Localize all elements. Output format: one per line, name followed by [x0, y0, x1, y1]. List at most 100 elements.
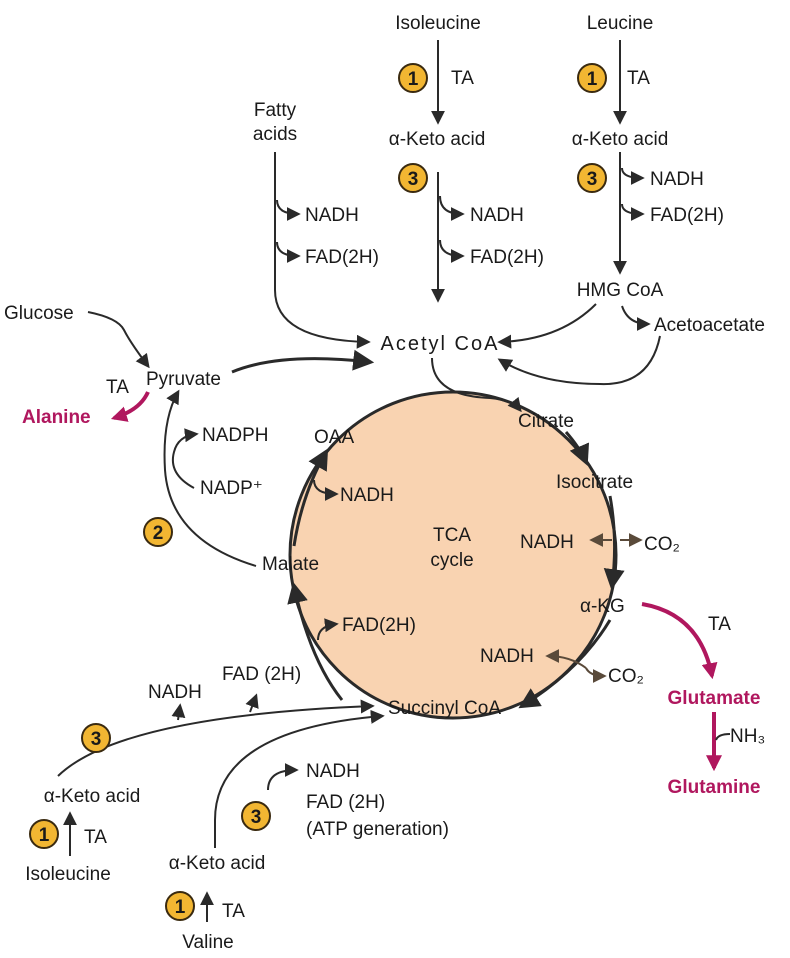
akg-co2-arrow — [585, 667, 607, 683]
left-nadh-branch — [171, 703, 186, 721]
malate-fad-label: FAD(2H) — [342, 615, 416, 636]
svg-text:3: 3 — [251, 807, 262, 828]
fatty-nadh-branch — [276, 199, 301, 221]
malate-label: Malate — [262, 554, 319, 575]
cycle-label: cycle — [430, 550, 473, 571]
succinyl-to-malate-arrow — [287, 581, 344, 701]
fatty-fad-label: FAD(2H) — [305, 247, 379, 268]
leu-fad-label: FAD(2H) — [650, 205, 724, 226]
ta-akg-label: TA — [708, 614, 731, 635]
badge-1-valine: 1 — [165, 891, 195, 921]
fatty-to-acetyl-arrow — [274, 152, 371, 349]
oaa-label: OAA — [314, 427, 354, 448]
ta-leu-label: TA — [627, 68, 650, 89]
malate-fad-branch — [317, 618, 339, 641]
nadp-label: NADP⁺ — [200, 478, 263, 499]
svg-text:1: 1 — [587, 69, 598, 90]
citrate-label: Citrate — [518, 411, 574, 432]
badge-3-isoleucine-top: 3 — [398, 163, 428, 193]
akg-to-glutamate-arrow — [641, 602, 718, 680]
iso-fad-branch — [439, 239, 465, 263]
hmg-to-acetoacetate-arrow — [621, 305, 651, 331]
citrate-to-isocitrate-arrow — [564, 431, 590, 466]
glutamate-label: Glutamate — [668, 688, 761, 709]
valine-nadh-branch — [267, 763, 299, 791]
malate-to-pyruvate-arrow — [163, 389, 257, 567]
succinyl-coa-label: Succinyl CoA — [388, 698, 501, 719]
isocitrate-label: Isocitrate — [556, 472, 633, 493]
valine-nadh-label: NADH — [306, 761, 360, 782]
nadp-to-nadph-arrow — [172, 428, 199, 489]
leu-nadh-label: NADH — [650, 169, 704, 190]
acetyl-to-citrate-arrow — [431, 357, 522, 413]
svg-text:3: 3 — [587, 169, 598, 190]
acetoacetate-to-acetyl-arrow — [497, 335, 661, 386]
pyruvate-to-alanine-arrow — [110, 391, 150, 422]
svg-text:1: 1 — [39, 825, 50, 846]
akg-nadh-arrow — [545, 649, 587, 669]
badge-2-malate: 2 — [143, 517, 173, 547]
keto-acid-iso-label: α-Keto acid — [389, 129, 486, 150]
oaa-nadh-branch — [313, 479, 339, 501]
akg-nadh-label: NADH — [480, 646, 534, 667]
akg-label: α-KG — [580, 596, 625, 617]
tca-label: TCA — [433, 525, 471, 546]
valine-label: Valine — [182, 932, 233, 953]
left-fad-label: FAD (2H) — [222, 664, 301, 685]
isoleucine-bottom-label: Isoleucine — [25, 864, 111, 885]
tca-cycle-circle — [288, 390, 618, 720]
svg-text:1: 1 — [408, 69, 419, 90]
iso-nadh-branch — [439, 195, 465, 221]
ta-iso-top-label: TA — [451, 68, 474, 89]
badge-3-left: 3 — [81, 723, 111, 753]
glucose-to-pyruvate-arrow — [87, 311, 150, 369]
svg-text:3: 3 — [408, 169, 419, 190]
hmg-to-acetyl-arrow — [497, 303, 597, 349]
keto-acid-valine-label: α-Keto acid — [169, 853, 266, 874]
valine-fad-label: FAD (2H) — [306, 792, 385, 813]
svg-text:1: 1 — [175, 897, 186, 918]
acids-label: acids — [253, 124, 297, 145]
isocitrate-co2-label: CO₂ — [644, 534, 680, 555]
badge-3-valine: 3 — [241, 801, 271, 831]
isoleucine-top-label: Isoleucine — [395, 13, 481, 34]
nh3-tick — [715, 733, 731, 741]
glucose-label: Glucose — [4, 303, 74, 324]
acetoacetate-label: Acetoacetate — [654, 315, 765, 336]
ta-left-label: TA — [84, 827, 107, 848]
iso-nadh-label: NADH — [470, 205, 524, 226]
nadph-label: NADPH — [202, 425, 269, 446]
keto-acid-left-label: α-Keto acid — [44, 786, 141, 807]
fatty-label: Fatty — [254, 100, 297, 121]
leu-fad-branch — [621, 203, 645, 221]
keto-left-to-succinyl-arrow — [57, 699, 375, 777]
hmg-coa-label: HMG CoA — [577, 280, 664, 301]
isocitrate-to-akg-arrow — [603, 495, 625, 591]
glutamine-label: Glutamine — [668, 777, 761, 798]
nh3-label: NH₃ — [730, 726, 765, 747]
badge-1-isoleucine-bottom: 1 — [29, 819, 59, 849]
fatty-nadh-label: NADH — [305, 205, 359, 226]
svg-text:3: 3 — [91, 729, 102, 750]
fatty-fad-branch — [276, 241, 301, 263]
leucine-label: Leucine — [587, 13, 654, 34]
alanine-label: Alanine — [22, 407, 91, 428]
keto-valine-to-succinyl-arrow — [214, 709, 385, 848]
acetyl-coa-label: Acetyl CoA — [381, 333, 500, 355]
left-fad-branch — [245, 693, 259, 713]
left-nadh-label: NADH — [148, 682, 202, 703]
malate-to-oaa-arrow — [292, 448, 329, 547]
akg-to-succinyl-arrow — [518, 619, 612, 709]
badge-3-leucine: 3 — [577, 163, 607, 193]
pyruvate-to-acetyl-arrow — [231, 349, 375, 374]
ta-valine-label: TA — [222, 901, 245, 922]
iso-fad-label: FAD(2H) — [470, 247, 544, 268]
atp-generation-label: (ATP generation) — [306, 819, 449, 840]
leu-nadh-branch — [621, 167, 645, 185]
svg-text:2: 2 — [153, 523, 164, 544]
ta-pyruvate-label: TA — [106, 377, 129, 398]
akg-co2-label: CO₂ — [608, 666, 644, 687]
oaa-nadh-label: NADH — [340, 485, 394, 506]
